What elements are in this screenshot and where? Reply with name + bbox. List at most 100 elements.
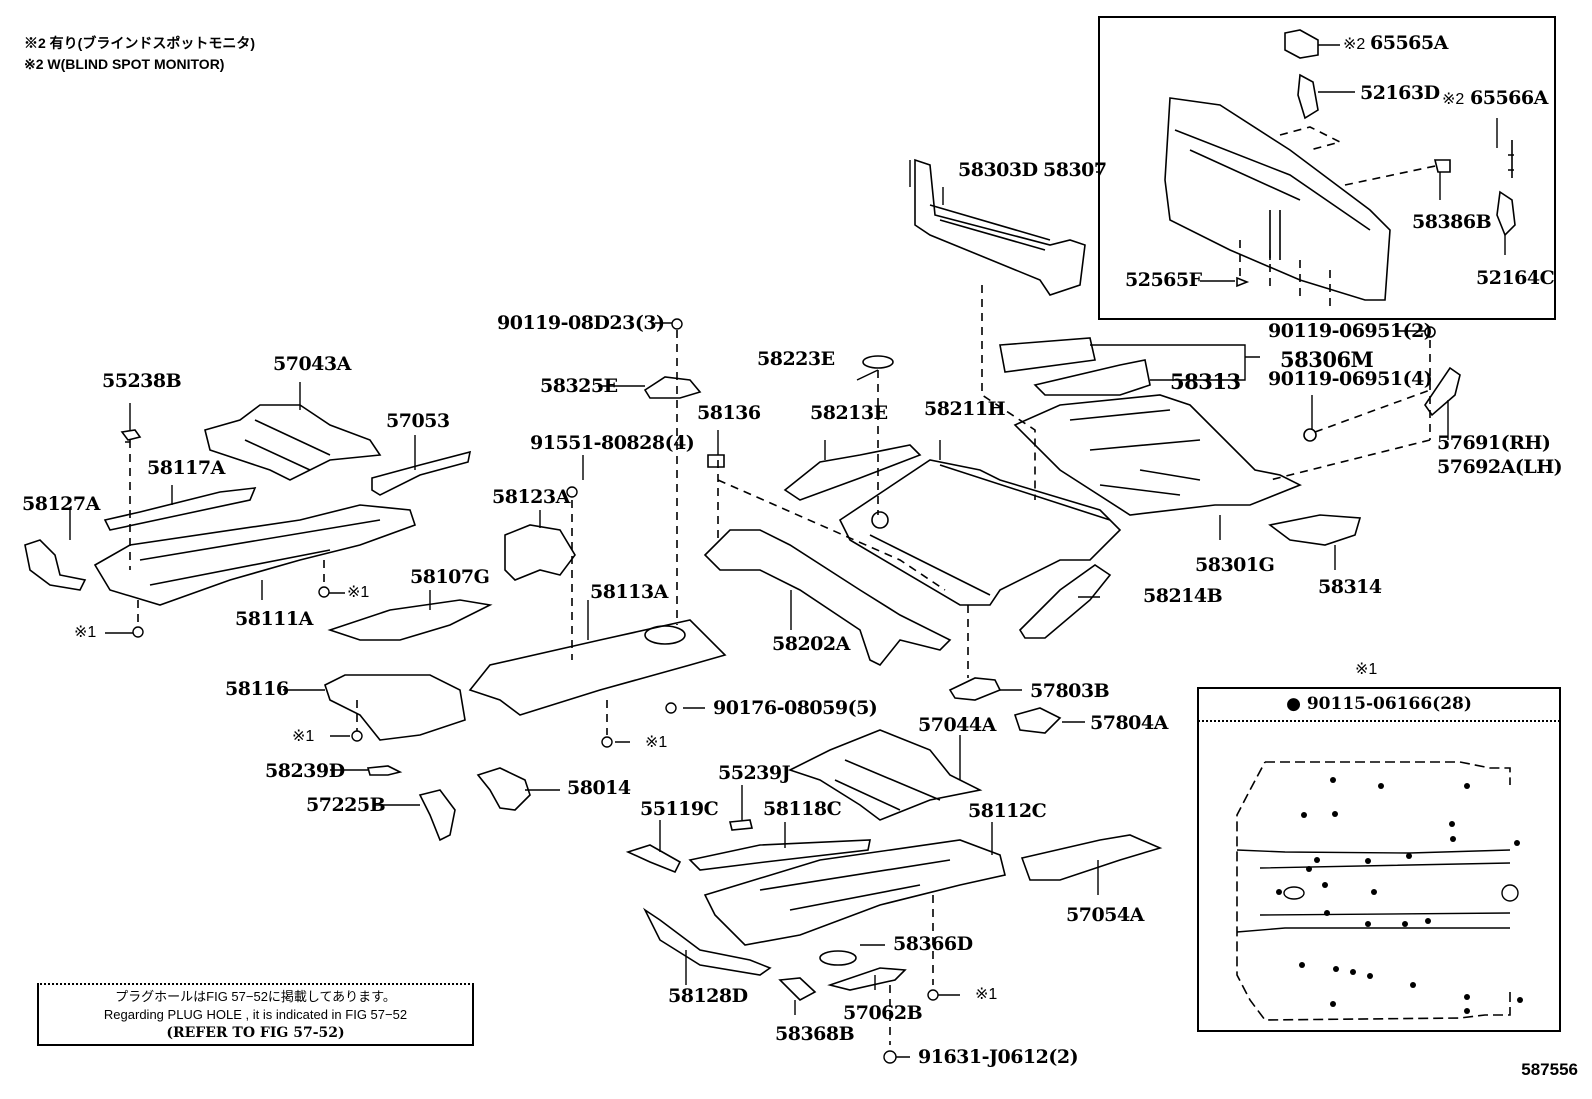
bolt-90119-06951-2 xyxy=(1424,326,1436,338)
inset-bolt-dot xyxy=(1330,1001,1336,1007)
part-label-58211H[interactable]: 58211H xyxy=(924,398,1006,420)
bolt-note1-d xyxy=(601,736,613,748)
part-label-58213E[interactable]: 58213E xyxy=(810,402,888,424)
dashed-leaders-rear xyxy=(1239,126,1441,310)
inset-bolt-dot xyxy=(1425,918,1431,924)
plug-note-ref[interactable]: (REFER TO FIG 57-52) xyxy=(166,1025,345,1041)
part-label-91631-J0612[interactable]: 91631-J0612(2) xyxy=(918,1046,1079,1068)
part-label-57692A-lh[interactable]: 57692A(LH) xyxy=(1437,456,1563,478)
part-label-57691-rh[interactable]: 57691(RH) xyxy=(1437,432,1551,454)
part-label-57225B[interactable]: 57225B xyxy=(306,794,386,816)
part-label-58127A[interactable]: 58127A xyxy=(22,493,100,515)
part-label-58111A[interactable]: 58111A xyxy=(235,608,313,630)
part-label-58202A[interactable]: 58202A xyxy=(772,633,850,655)
part-57054A xyxy=(1020,834,1163,881)
part-label-52565F[interactable]: 52565F xyxy=(1125,269,1202,291)
part-label-58368B[interactable]: 58368B xyxy=(775,1023,855,1045)
part-label-57803B[interactable]: 57803B xyxy=(1030,680,1110,702)
part-label-58386B[interactable]: 58386B xyxy=(1412,211,1492,233)
part-label-58116[interactable]: 58116 xyxy=(225,678,289,700)
part-58214B xyxy=(1018,564,1112,639)
part-58213E xyxy=(783,444,922,501)
part-label-90119-08D23[interactable]: 90119-08D23(3) xyxy=(497,312,665,334)
part-58368B xyxy=(778,977,817,1001)
inset-bolt-dot xyxy=(1365,858,1371,864)
inset-bolt-dot xyxy=(1464,783,1470,789)
inset-bolt-dot xyxy=(1464,994,1470,1000)
part-label-58313[interactable]: 58313 xyxy=(1170,369,1241,394)
part-label-58214B[interactable]: 58214B xyxy=(1143,585,1223,607)
part-label-58307[interactable]: 58307 xyxy=(1043,159,1107,181)
inset-bolt-label[interactable]: ● 90115-06166(28) xyxy=(1198,688,1560,722)
part-label-58306M[interactable]: 58306M xyxy=(1280,347,1374,372)
part-label-90119-06951-4[interactable]: 90119-06951(4) xyxy=(1268,368,1433,390)
part-label-58113A[interactable]: 58113A xyxy=(590,581,668,603)
inset-bolt-dot xyxy=(1514,840,1520,846)
plug-note-en: Regarding PLUG HOLE , it is indicated in… xyxy=(103,1007,408,1022)
part-label-58118C[interactable]: 58118C xyxy=(763,798,842,820)
part-label-57043A[interactable]: 57043A xyxy=(273,353,351,375)
part-57053 xyxy=(371,450,472,496)
part-58307-rear-panel xyxy=(1164,97,1391,301)
part-label-58123A[interactable]: 58123A xyxy=(492,486,570,508)
bolt-91631-J0612 xyxy=(883,1050,897,1064)
figure-number: 587556 xyxy=(1521,1060,1578,1079)
inset-tunnel-lines xyxy=(1236,849,1511,933)
part-label-57062B[interactable]: 57062B xyxy=(843,1002,923,1024)
part-label-57054A[interactable]: 57054A xyxy=(1066,904,1144,926)
part-58211H-detail xyxy=(869,464,1111,596)
part-57062B xyxy=(827,967,907,991)
part-label-90176-08059[interactable]: 90176-08059(5) xyxy=(713,697,878,719)
part-58113A-hole xyxy=(644,625,686,645)
inset-bolt-dot xyxy=(1402,921,1408,927)
part-label-58112C[interactable]: 58112C xyxy=(968,800,1047,822)
part-58107G xyxy=(327,599,493,641)
part-57044A xyxy=(787,729,983,821)
part-label-91551-80828[interactable]: 91551-80828(4) xyxy=(530,432,695,454)
inset-bolt-dot xyxy=(1314,857,1320,863)
part-58313 xyxy=(1033,359,1151,396)
part-label-90119-06951-2[interactable]: 90119-06951(2) xyxy=(1268,320,1433,342)
part-57803B xyxy=(948,677,1002,701)
part-58111A-detail xyxy=(139,519,381,586)
part-label-65566A[interactable]: 65566A xyxy=(1470,87,1548,109)
note-mark-1-c: ※1 xyxy=(292,728,315,745)
part-label-55119C[interactable]: 55119C xyxy=(640,798,719,820)
part-label-58128D[interactable]: 58128D xyxy=(668,985,748,1007)
part-label-55238B[interactable]: 55238B xyxy=(102,370,182,392)
part-label-58301G[interactable]: 58301G xyxy=(1195,554,1275,576)
part-58366D xyxy=(819,950,857,966)
note-bsm-jp: ※2 有り(ブラインドスポットモニタ) xyxy=(24,35,255,51)
rear-panel-inset-frame xyxy=(1098,16,1556,320)
part-label-58014[interactable]: 58014 xyxy=(567,777,631,799)
part-label-58136[interactable]: 58136 xyxy=(697,402,761,424)
part-58306M xyxy=(999,337,1096,373)
part-58112C-detail xyxy=(759,859,951,911)
inset-bolt-dot xyxy=(1517,997,1523,1003)
part-label-58107G[interactable]: 58107G xyxy=(410,566,490,588)
part-label-58366D[interactable]: 58366D xyxy=(893,933,973,955)
part-label-58117A[interactable]: 58117A xyxy=(147,457,225,479)
part-label-52164C[interactable]: 52164C xyxy=(1476,267,1555,289)
part-label-58239D[interactable]: 58239D xyxy=(265,760,345,782)
part-label-55239J[interactable]: 55239J xyxy=(718,762,791,784)
part-58136 xyxy=(707,454,725,468)
part-label-65565A[interactable]: 65565A xyxy=(1370,32,1448,54)
part-label-57053[interactable]: 57053 xyxy=(386,410,450,432)
part-label-58325E[interactable]: 58325E xyxy=(540,375,618,397)
part-58301G-rear-floor xyxy=(1013,394,1302,516)
part-label-57044A[interactable]: 57044A xyxy=(918,714,996,736)
part-label-52163D[interactable]: 52163D xyxy=(1360,82,1440,104)
part-label-58314[interactable]: 58314 xyxy=(1318,576,1382,598)
inset-bolt-dot xyxy=(1299,962,1305,968)
part-label-58303D[interactable]: 58303D xyxy=(958,159,1038,181)
part-58325E xyxy=(643,376,702,399)
inset-bolt-dot xyxy=(1322,882,1328,888)
part-label-58223E[interactable]: 58223E xyxy=(757,348,835,370)
part-label-57804A[interactable]: 57804A xyxy=(1090,712,1168,734)
note-mark-1-b: ※1 xyxy=(74,624,97,641)
part-58128D xyxy=(642,907,772,976)
note-mark-1-a: ※1 xyxy=(347,584,370,601)
plug-hole-note-box: プラグホールはFIG 57−52に掲載してあります。 Regarding PLU… xyxy=(37,983,474,1046)
dashed-58303D-58301G xyxy=(981,285,1036,500)
